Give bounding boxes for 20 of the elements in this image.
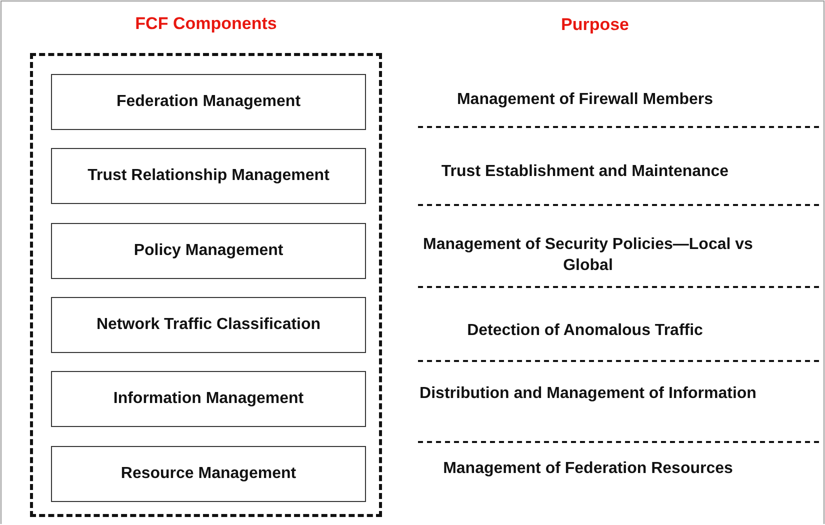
- component-name: Policy Management: [134, 242, 284, 260]
- component-name: Trust Relationship Management: [88, 167, 330, 185]
- component-box: [51, 148, 366, 204]
- component-box: [51, 223, 366, 279]
- component-box: [51, 371, 366, 427]
- purpose-text: Management of Firewall Members: [456, 90, 714, 110]
- purpose-text: Trust Establishment and Maintenance: [440, 162, 730, 182]
- component-box: [51, 446, 366, 502]
- purpose-text: Management of Federation Resources: [442, 459, 734, 479]
- column-heading: FCF Components: [134, 14, 278, 34]
- column-heading: Purpose: [560, 14, 630, 35]
- component-box: [51, 297, 366, 353]
- component-name: Resource Management: [120, 465, 296, 483]
- component-name: Network Traffic Classification: [96, 316, 321, 334]
- component-box: [51, 74, 366, 130]
- purpose-text: Distribution and Management of Information: [418, 384, 758, 404]
- component-name: Information Management: [113, 390, 304, 408]
- purpose-text: Management of Security Policies—Local vs Global: [422, 235, 754, 276]
- component-name: Federation Management: [116, 93, 301, 111]
- purpose-text: Detection of Anomalous Traffic: [466, 321, 704, 341]
